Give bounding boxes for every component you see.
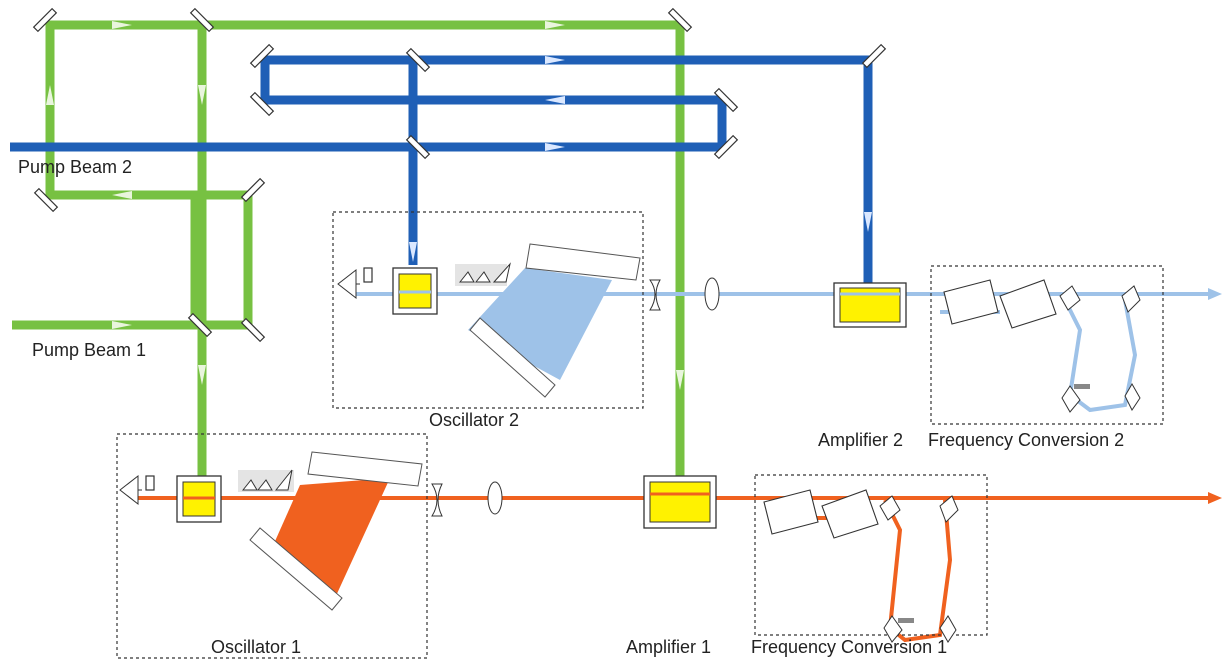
- amplifier-1: [643, 475, 717, 529]
- output-beam-2-arrowhead: [1208, 288, 1222, 300]
- lens-pair-1: [431, 481, 503, 517]
- output-beam-1-arrowhead: [1208, 492, 1222, 504]
- pump-beam-2-direction-arrows: [409, 56, 872, 262]
- pump-beam-2-path: [10, 55, 873, 283]
- frequency-conversion-1-label: Frequency Conversion 1: [751, 637, 948, 657]
- frequency-conversion-1: [754, 474, 988, 643]
- oscillator-1: [116, 433, 428, 659]
- frequency-conversion-2-label: Frequency Conversion 2: [928, 430, 1125, 450]
- frequency-conversion-2: [930, 265, 1164, 425]
- steering-mirrors: [32, 7, 887, 343]
- lens-pair-2: [649, 277, 720, 311]
- pump-beam-2-label: Pump Beam 2: [18, 157, 133, 177]
- pump-beam-1-label: Pump Beam 1: [32, 340, 147, 360]
- oscillator-2-label: Oscillator 2: [429, 410, 520, 430]
- amplifier-2-label: Amplifier 2: [818, 430, 904, 450]
- oscillator-1-label: Oscillator 1: [211, 637, 302, 657]
- oscillator-2: [332, 211, 644, 409]
- pump-beam-1-direction-arrows: [46, 21, 684, 390]
- amplifier-1-label: Amplifier 1: [626, 637, 712, 657]
- amplifier-2: [833, 282, 907, 328]
